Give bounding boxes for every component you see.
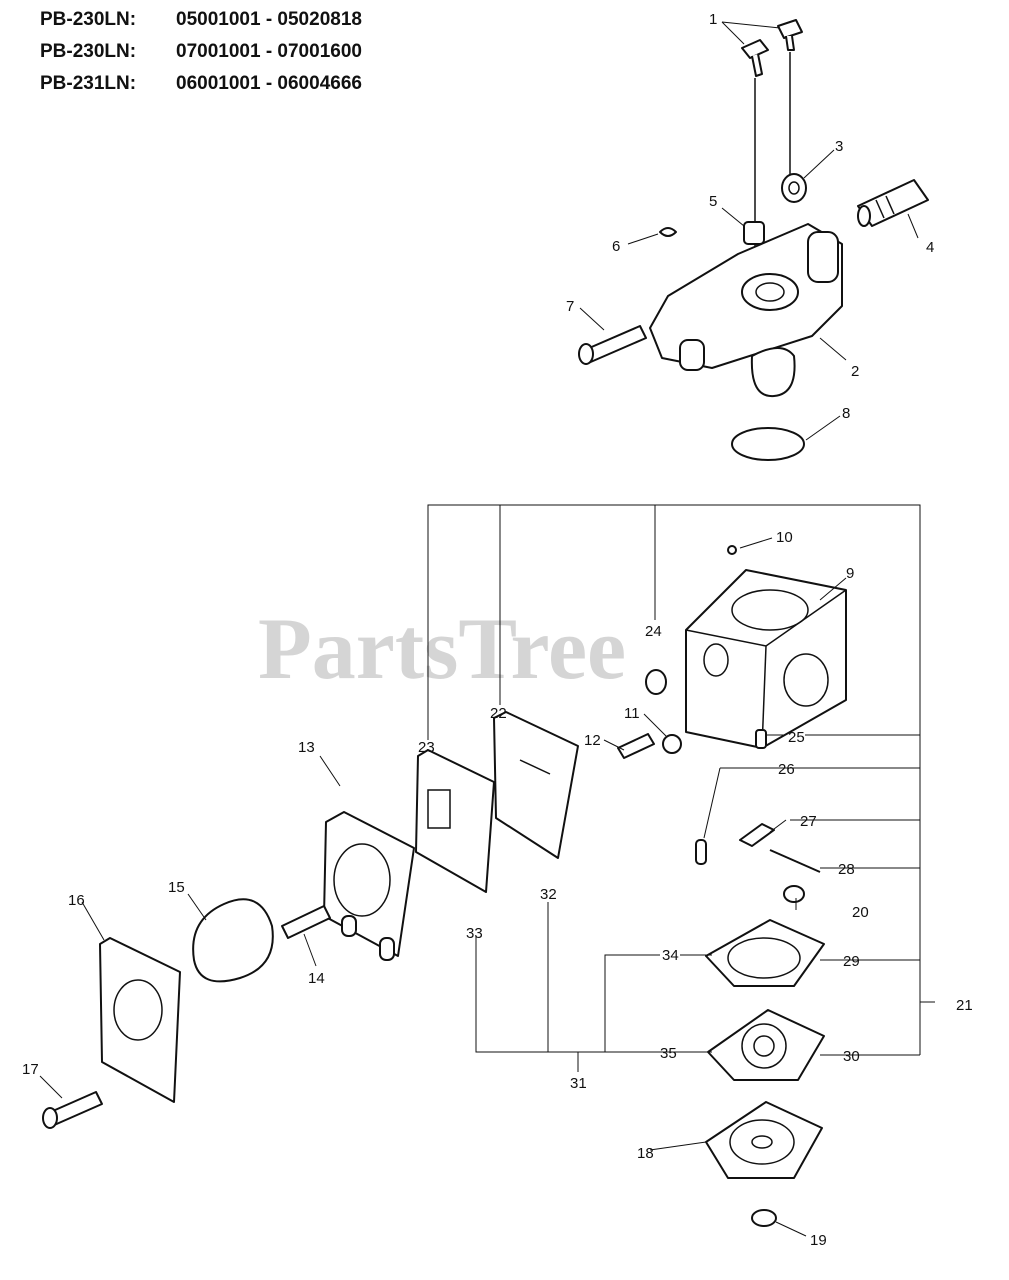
callout-12: 12: [584, 732, 601, 749]
callout-22: 22: [490, 705, 507, 722]
part-plug-24[interactable]: [645, 669, 667, 695]
callout-28: 28: [838, 861, 855, 878]
callout-19: 19: [810, 1232, 827, 1249]
part-pump-body-13[interactable]: [323, 811, 415, 961]
callout-8: 8: [842, 405, 850, 422]
callout-3: 3: [835, 138, 843, 155]
part-nut-3[interactable]: [781, 173, 807, 203]
callout-35: 35: [660, 1045, 677, 1062]
callout-25: 25: [788, 729, 805, 746]
part-gasket-16[interactable]: [99, 937, 181, 1103]
callout-30: 30: [843, 1048, 860, 1065]
callout-18: 18: [637, 1145, 654, 1162]
part-screw-1a[interactable]: [741, 39, 769, 77]
callout-26: 26: [778, 761, 795, 778]
callout-13: 13: [298, 739, 315, 756]
callout-17: 17: [22, 1061, 39, 1078]
part-nut-11[interactable]: [662, 734, 682, 754]
part-spring-25[interactable]: [755, 729, 767, 749]
serial-range: 07001001 - 07001600: [176, 41, 362, 62]
kit-bracket-lines: [427, 504, 935, 1072]
part-gasket-23[interactable]: [415, 749, 495, 893]
serial-range: 05001001 - 05020818: [176, 9, 362, 30]
serial-range-header: PB-230LN: 05001001 - 05020818 PB-230LN: 07…: [40, 4, 362, 100]
callout-33: 33: [466, 925, 483, 942]
part-cover-18[interactable]: [705, 1101, 823, 1179]
part-clip-6[interactable]: [659, 227, 677, 237]
callout-23: 23: [418, 739, 435, 756]
part-screw-7[interactable]: [578, 325, 647, 365]
part-diaphragm-22[interactable]: [493, 711, 579, 859]
serial-row: PB-230LN: 07001001 - 07001600: [40, 36, 362, 68]
part-screw-19[interactable]: [751, 1209, 777, 1227]
callout-15: 15: [168, 879, 185, 896]
callout-2: 2: [851, 363, 859, 380]
part-screw-14[interactable]: [281, 905, 331, 939]
part-pin-28[interactable]: [769, 849, 821, 873]
callout-32: 32: [540, 886, 557, 903]
callout-31: 31: [570, 1075, 587, 1092]
watermark-text: PartsTree: [258, 601, 626, 698]
callout-leaders: [39, 21, 919, 1237]
model-label: PB-231LN:: [40, 73, 137, 94]
serial-range: 06001001 - 06004666: [176, 73, 362, 94]
part-primer-bulb-15[interactable]: [192, 898, 274, 983]
callout-11: 11: [624, 705, 640, 722]
part-needle-10[interactable]: [727, 545, 737, 555]
callout-6: 6: [612, 238, 620, 255]
part-gasket-29[interactable]: [705, 919, 825, 987]
model-label: PB-230LN:: [40, 9, 137, 30]
part-screw-20[interactable]: [783, 885, 805, 903]
callout-24: 24: [645, 623, 662, 640]
part-screw-17[interactable]: [42, 1091, 103, 1129]
part-carburetor-body-9[interactable]: [685, 569, 847, 749]
callout-21: 21: [956, 997, 973, 1014]
part-pin-26[interactable]: [695, 839, 707, 865]
part-throttle-body-2[interactable]: [649, 223, 843, 398]
part-lever-27[interactable]: [739, 823, 775, 847]
part-screw-1b[interactable]: [777, 19, 803, 51]
callout-9: 9: [846, 565, 854, 582]
part-collar-5[interactable]: [743, 221, 765, 245]
part-o-ring-8[interactable]: [731, 427, 805, 461]
serial-row: PB-231LN: 06001001 - 06004666: [40, 68, 362, 100]
serial-row: PB-230LN: 05001001 - 05020818: [40, 4, 362, 36]
callout-5: 5: [709, 193, 717, 210]
callout-1: 1: [709, 11, 717, 28]
callout-27: 27: [800, 813, 817, 830]
model-label: PB-230LN:: [40, 41, 137, 62]
callout-4: 4: [926, 239, 934, 256]
part-diaphragm-30[interactable]: [707, 1009, 825, 1081]
callout-29: 29: [843, 953, 860, 970]
callout-16: 16: [68, 892, 85, 909]
callout-14: 14: [308, 970, 325, 987]
callout-20: 20: [852, 904, 869, 921]
callout-34: 34: [662, 947, 679, 964]
part-fitting-4[interactable]: [857, 179, 929, 227]
part-needle-12[interactable]: [617, 733, 655, 759]
callout-10: 10: [776, 529, 793, 546]
callout-7: 7: [566, 298, 574, 315]
